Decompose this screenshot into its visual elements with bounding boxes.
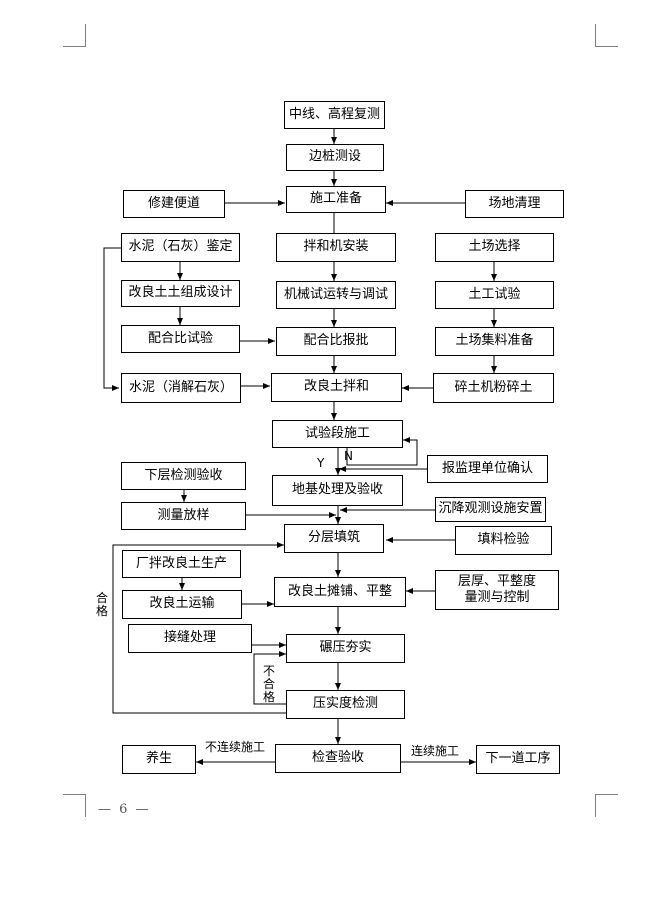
- step-construction-prep: 施工准备: [286, 186, 386, 213]
- step-settlement-monitoring: 沉降观测设施安置: [435, 497, 546, 522]
- step-soil-mix-design: 改良土土组成设计: [121, 280, 240, 307]
- step-next-process: 下一道工序: [476, 745, 560, 774]
- page-number: — 6 —: [98, 802, 151, 817]
- step-centerline-survey: 中线、高程复测: [284, 101, 385, 129]
- label-fail: 不合格: [262, 664, 275, 704]
- step-soil-transport: 改良土运输: [122, 590, 242, 619]
- step-aggregate-prep: 土场集料准备: [435, 327, 554, 356]
- crop-mark-bottom-left: [63, 794, 86, 817]
- step-mixer-install: 拌和机安装: [276, 233, 396, 262]
- step-spreading-leveling: 改良土摊铺、平整: [274, 577, 406, 607]
- step-cement-lime-check: 水泥（石灰）鉴定: [121, 233, 240, 262]
- label-discontinuous: 不连续施工: [205, 740, 266, 754]
- step-joint-treatment: 接缝处理: [128, 624, 252, 653]
- step-trial-section: 试验段施工: [272, 420, 403, 448]
- arrow-b6-b15-bracket: [103, 247, 121, 391]
- step-side-stake-setout: 边桩测设: [286, 144, 384, 171]
- step-rolling-compaction: 碾压夯实: [286, 634, 405, 663]
- step-lower-layer-check: 下层检测验收: [121, 462, 246, 490]
- step-site-clearing: 场地清理: [465, 190, 564, 218]
- step-soil-mixing: 改良土拌和: [271, 373, 402, 402]
- crop-mark-top-right: [595, 24, 618, 47]
- step-compaction-test: 压实度检测: [286, 690, 405, 719]
- label-pass: 合格: [95, 591, 108, 618]
- step-mix-ratio-test: 配合比试验: [121, 325, 240, 353]
- step-borrow-pit-select: 土场选择: [435, 233, 554, 262]
- step-curing: 养生: [122, 745, 196, 774]
- label-no: N: [344, 449, 353, 463]
- arrow-pass-loop: [112, 542, 286, 714]
- label-yes: Y: [317, 456, 325, 470]
- step-soil-test: 土工试验: [435, 281, 554, 309]
- label-continuous: 连续施工: [411, 744, 460, 758]
- step-plant-mix-production: 厂拌改良土生产: [122, 550, 241, 578]
- arrow-fail-loop: [253, 651, 286, 705]
- crop-mark-top-left: [63, 24, 86, 47]
- step-survey-layout: 测量放样: [121, 502, 246, 530]
- step-machine-trial: 机械试运转与调试: [276, 281, 396, 309]
- step-build-access-road: 修建便道: [123, 190, 225, 218]
- step-supervisor-confirm: 报监理单位确认: [427, 455, 548, 483]
- step-mix-ratio-approval: 配合比报批: [276, 327, 396, 356]
- step-soil-crushing: 碎土机粉碎土: [433, 373, 554, 403]
- step-cement-slaked-lime: 水泥（消解石灰）: [121, 373, 241, 403]
- crop-mark-bottom-right: [595, 794, 618, 817]
- step-inspection-acceptance: 检查验收: [275, 744, 401, 773]
- arrow-n-loop: [346, 437, 418, 466]
- step-layered-filling: 分层填筑: [284, 524, 384, 553]
- step-fill-material-test: 填料检验: [455, 526, 552, 555]
- step-thickness-flatness-control: 层厚、平整度 量测与控制: [435, 570, 559, 610]
- step-foundation-treatment: 地基处理及验收: [272, 475, 403, 506]
